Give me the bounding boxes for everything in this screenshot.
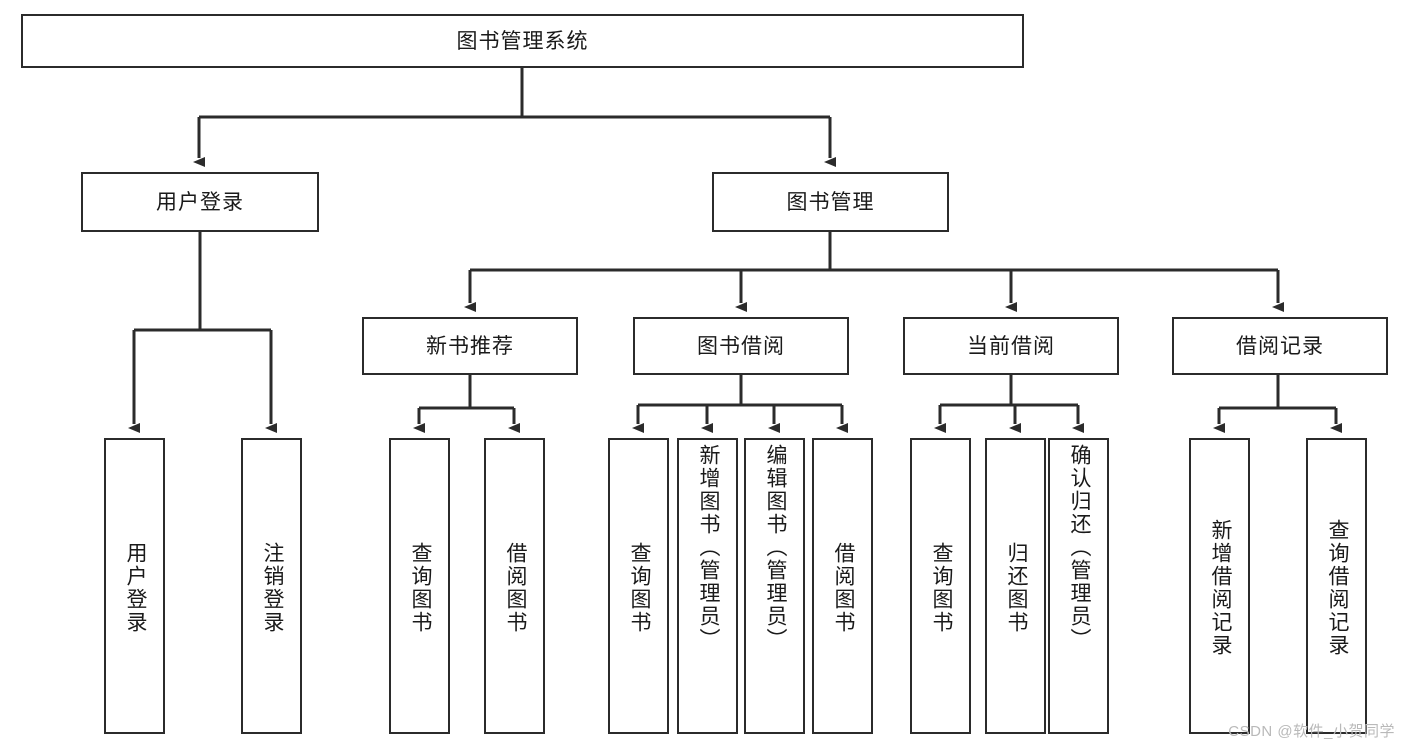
node-leaf-add-record[interactable]: 新增借阅记录 [1189, 438, 1250, 734]
node-leaf-edit-book-label: 编辑图书（管理员） [763, 444, 787, 651]
node-user-login[interactable]: 用户登录 [81, 172, 319, 232]
node-leaf-add-book-label: 新增图书（管理员） [696, 444, 720, 651]
node-current-borrow-label: 当前借阅 [967, 334, 1055, 358]
node-borrow-record-label: 借阅记录 [1236, 334, 1324, 358]
node-borrow-record[interactable]: 借阅记录 [1172, 317, 1388, 375]
node-root[interactable]: 图书管理系统 [21, 14, 1024, 68]
node-leaf-query-book-3[interactable]: 查询图书 [910, 438, 971, 734]
node-leaf-edit-book[interactable]: 编辑图书（管理员） [744, 438, 805, 734]
node-root-label: 图书管理系统 [456, 29, 589, 53]
node-new-book-rec-label: 新书推荐 [426, 334, 514, 358]
node-leaf-query-book-2-label: 查询图书 [627, 542, 651, 634]
node-leaf-logout-label: 注销登录 [260, 542, 284, 634]
node-leaf-borrow-book-2-label: 借阅图书 [831, 542, 855, 634]
node-user-login-label: 用户登录 [156, 190, 244, 214]
node-leaf-query-book-1-label: 查询图书 [408, 542, 432, 634]
node-leaf-logout[interactable]: 注销登录 [241, 438, 302, 734]
node-leaf-borrow-book-1-label: 借阅图书 [503, 542, 527, 634]
node-leaf-return-book[interactable]: 归还图书 [985, 438, 1046, 734]
node-leaf-query-book-2[interactable]: 查询图书 [608, 438, 669, 734]
node-leaf-confirm-return-label: 确认归还（管理员） [1067, 444, 1091, 651]
node-leaf-borrow-book-2[interactable]: 借阅图书 [812, 438, 873, 734]
node-book-borrow-label: 图书借阅 [697, 334, 785, 358]
node-book-manage[interactable]: 图书管理 [712, 172, 949, 232]
node-leaf-query-record-label: 查询借阅记录 [1325, 519, 1349, 657]
node-leaf-confirm-return[interactable]: 确认归还（管理员） [1048, 438, 1109, 734]
node-leaf-return-book-label: 归还图书 [1004, 542, 1028, 634]
node-book-manage-label: 图书管理 [786, 190, 875, 214]
watermark-text: CSDN @软件_小贺同学 [1228, 723, 1395, 740]
node-book-borrow[interactable]: 图书借阅 [633, 317, 849, 375]
node-leaf-add-book[interactable]: 新增图书（管理员） [677, 438, 738, 734]
node-leaf-query-record[interactable]: 查询借阅记录 [1306, 438, 1367, 734]
node-leaf-user-login[interactable]: 用户登录 [104, 438, 165, 734]
node-leaf-add-record-label: 新增借阅记录 [1208, 519, 1232, 657]
node-current-borrow[interactable]: 当前借阅 [903, 317, 1119, 375]
node-leaf-query-book-3-label: 查询图书 [929, 542, 953, 634]
node-leaf-user-login-label: 用户登录 [123, 542, 147, 634]
node-new-book-rec[interactable]: 新书推荐 [362, 317, 578, 375]
node-leaf-borrow-book-1[interactable]: 借阅图书 [484, 438, 545, 734]
node-leaf-query-book-1[interactable]: 查询图书 [389, 438, 450, 734]
